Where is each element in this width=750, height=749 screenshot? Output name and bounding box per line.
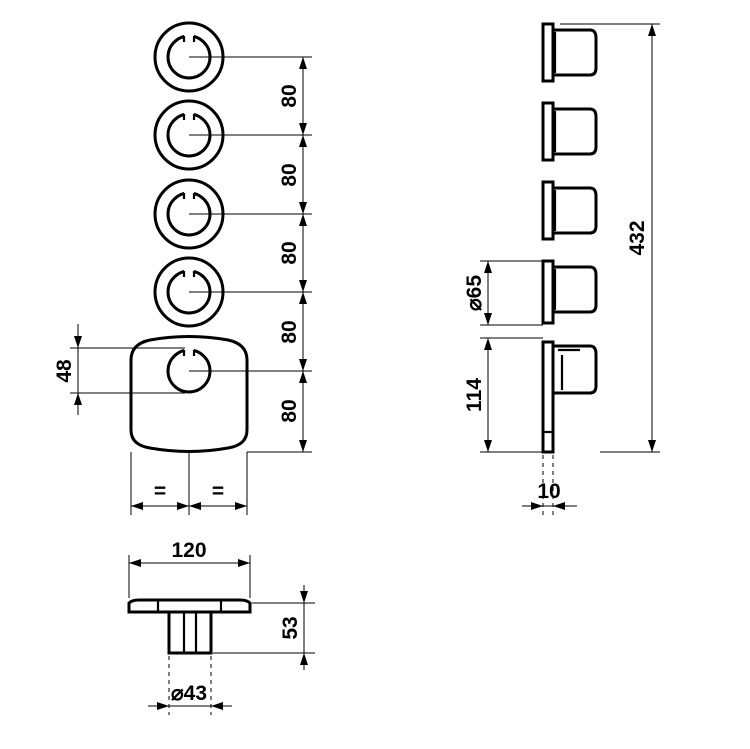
side-knob-3 xyxy=(541,180,598,241)
plate-width-label: 120 xyxy=(171,539,206,562)
spacing-arrows xyxy=(299,57,307,452)
diameter-symbol: ⌀ xyxy=(463,298,486,311)
total-height-label: 432 xyxy=(626,220,649,255)
side-view: 432 ⌀65 114 10 xyxy=(463,22,660,515)
spindle-diameter-value: 43 xyxy=(184,682,207,705)
front-view: 80 80 80 80 80 48 = = xyxy=(53,21,312,515)
spacing-3-label: 80 xyxy=(278,241,301,264)
spindle-diameter-label: ⌀43 xyxy=(171,682,207,705)
diameter-symbol: ⌀ xyxy=(171,682,184,705)
spacing-5-label: 80 xyxy=(278,399,301,422)
plate-handle-height-label: 48 xyxy=(53,359,76,383)
handle-diameter-value: 65 xyxy=(463,275,486,299)
top-view: 120 53 ⌀43 xyxy=(127,539,315,715)
equal-left-label: = xyxy=(154,480,166,503)
side-knob-1 xyxy=(541,22,598,83)
plate-height-label: 114 xyxy=(463,378,486,412)
side-knob-2 xyxy=(541,101,598,162)
side-knob-4 xyxy=(541,259,598,325)
handle-diameter-label: ⌀65 xyxy=(463,275,486,311)
depth-label: 10 xyxy=(537,480,560,503)
spacing-1-label: 80 xyxy=(278,84,301,107)
projection-label: 53 xyxy=(279,616,302,639)
side-cover-plate xyxy=(541,340,598,454)
spacing-4-label: 80 xyxy=(278,320,301,343)
equal-right-label: = xyxy=(212,480,224,503)
cover-plate xyxy=(129,335,249,453)
spacing-2-label: 80 xyxy=(278,163,301,186)
